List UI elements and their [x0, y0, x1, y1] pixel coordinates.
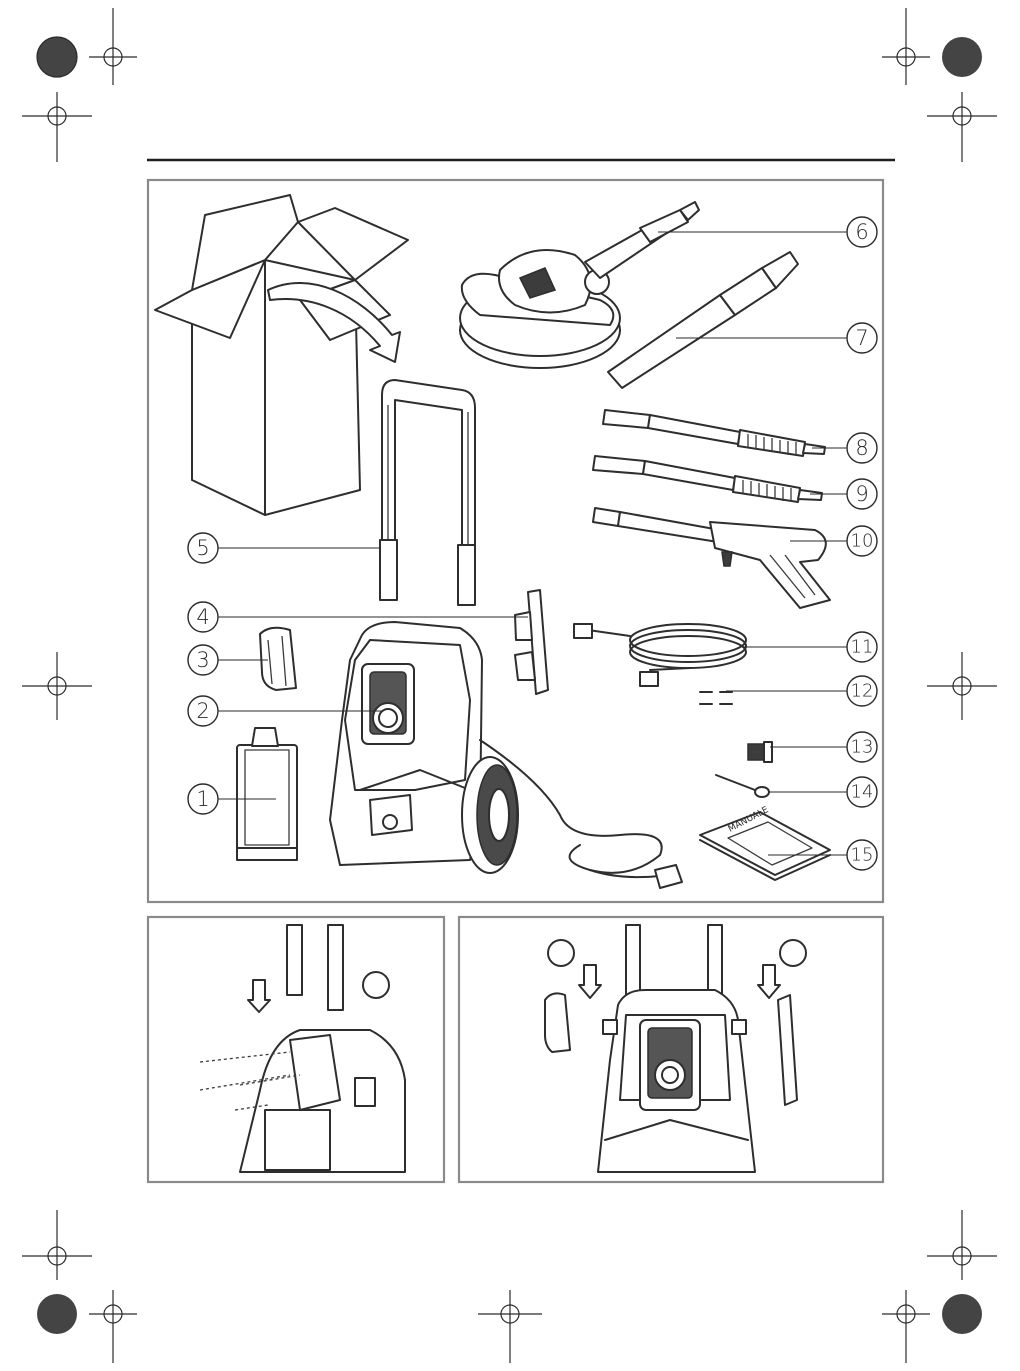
callout-number: 3: [196, 648, 209, 672]
registration-wheel-bottom-left: [37, 1294, 77, 1334]
registration-wheel-top-left: [37, 37, 77, 77]
callout-7: 7: [847, 323, 877, 353]
callout-number: 13: [851, 737, 874, 758]
pressure-washer-unit-illustration: [330, 622, 682, 888]
callout-number: 1: [196, 787, 209, 811]
callout-number: 6: [855, 220, 868, 244]
detergent-bottle-illustration: [237, 728, 297, 860]
callout-15: 15: [847, 840, 877, 870]
callout-2: 2: [188, 696, 218, 726]
callout-number: 2: [196, 699, 209, 723]
callout-number: 8: [855, 436, 868, 460]
callout-number: 5: [196, 536, 209, 560]
callout-11: 11: [847, 632, 877, 662]
extension-lance-illustration: [608, 252, 798, 388]
manual-booklet-illustration: MANUALE: [700, 805, 830, 880]
callout-number: 4: [196, 605, 209, 629]
step-left-illustration: [200, 925, 405, 1172]
box-illustration: [155, 195, 408, 515]
registration-wheel-top-right: [942, 37, 982, 77]
callout-3: 3: [188, 645, 218, 675]
cord-hook-illustration: [515, 590, 548, 694]
callout-4: 4: [188, 602, 218, 632]
water-adapter-illustration: [748, 742, 772, 762]
hose-holder-illustration: [260, 628, 296, 690]
cleaning-needle-illustration: [716, 775, 769, 797]
spray-gun-illustration: [593, 508, 830, 608]
callout-number: 9: [855, 482, 868, 506]
callout-1: 1: [188, 784, 218, 814]
callout-10: 10: [847, 526, 877, 556]
callout-8: 8: [847, 433, 877, 463]
hose-illustration: [574, 624, 746, 686]
step-right-illustration: [545, 925, 806, 1172]
callout-12: 12: [847, 676, 877, 706]
callout-6: 6: [847, 217, 877, 247]
callout-number: 12: [851, 681, 874, 702]
callout-14: 14: [847, 777, 877, 807]
callout-13: 13: [847, 732, 877, 762]
callout-5: 5: [188, 533, 218, 563]
lance-9-illustration: [593, 456, 822, 502]
lance-8-illustration: [603, 410, 825, 456]
screws-illustration: [700, 692, 732, 704]
callout-number: 14: [851, 782, 874, 803]
handle-illustration: [380, 380, 475, 605]
callout-number: 15: [851, 845, 874, 866]
registration-wheel-bottom-right: [942, 1294, 982, 1334]
callout-number: 7: [855, 326, 868, 350]
callout-number: 11: [851, 637, 874, 658]
callout-9: 9: [847, 479, 877, 509]
callout-number: 10: [851, 531, 874, 552]
